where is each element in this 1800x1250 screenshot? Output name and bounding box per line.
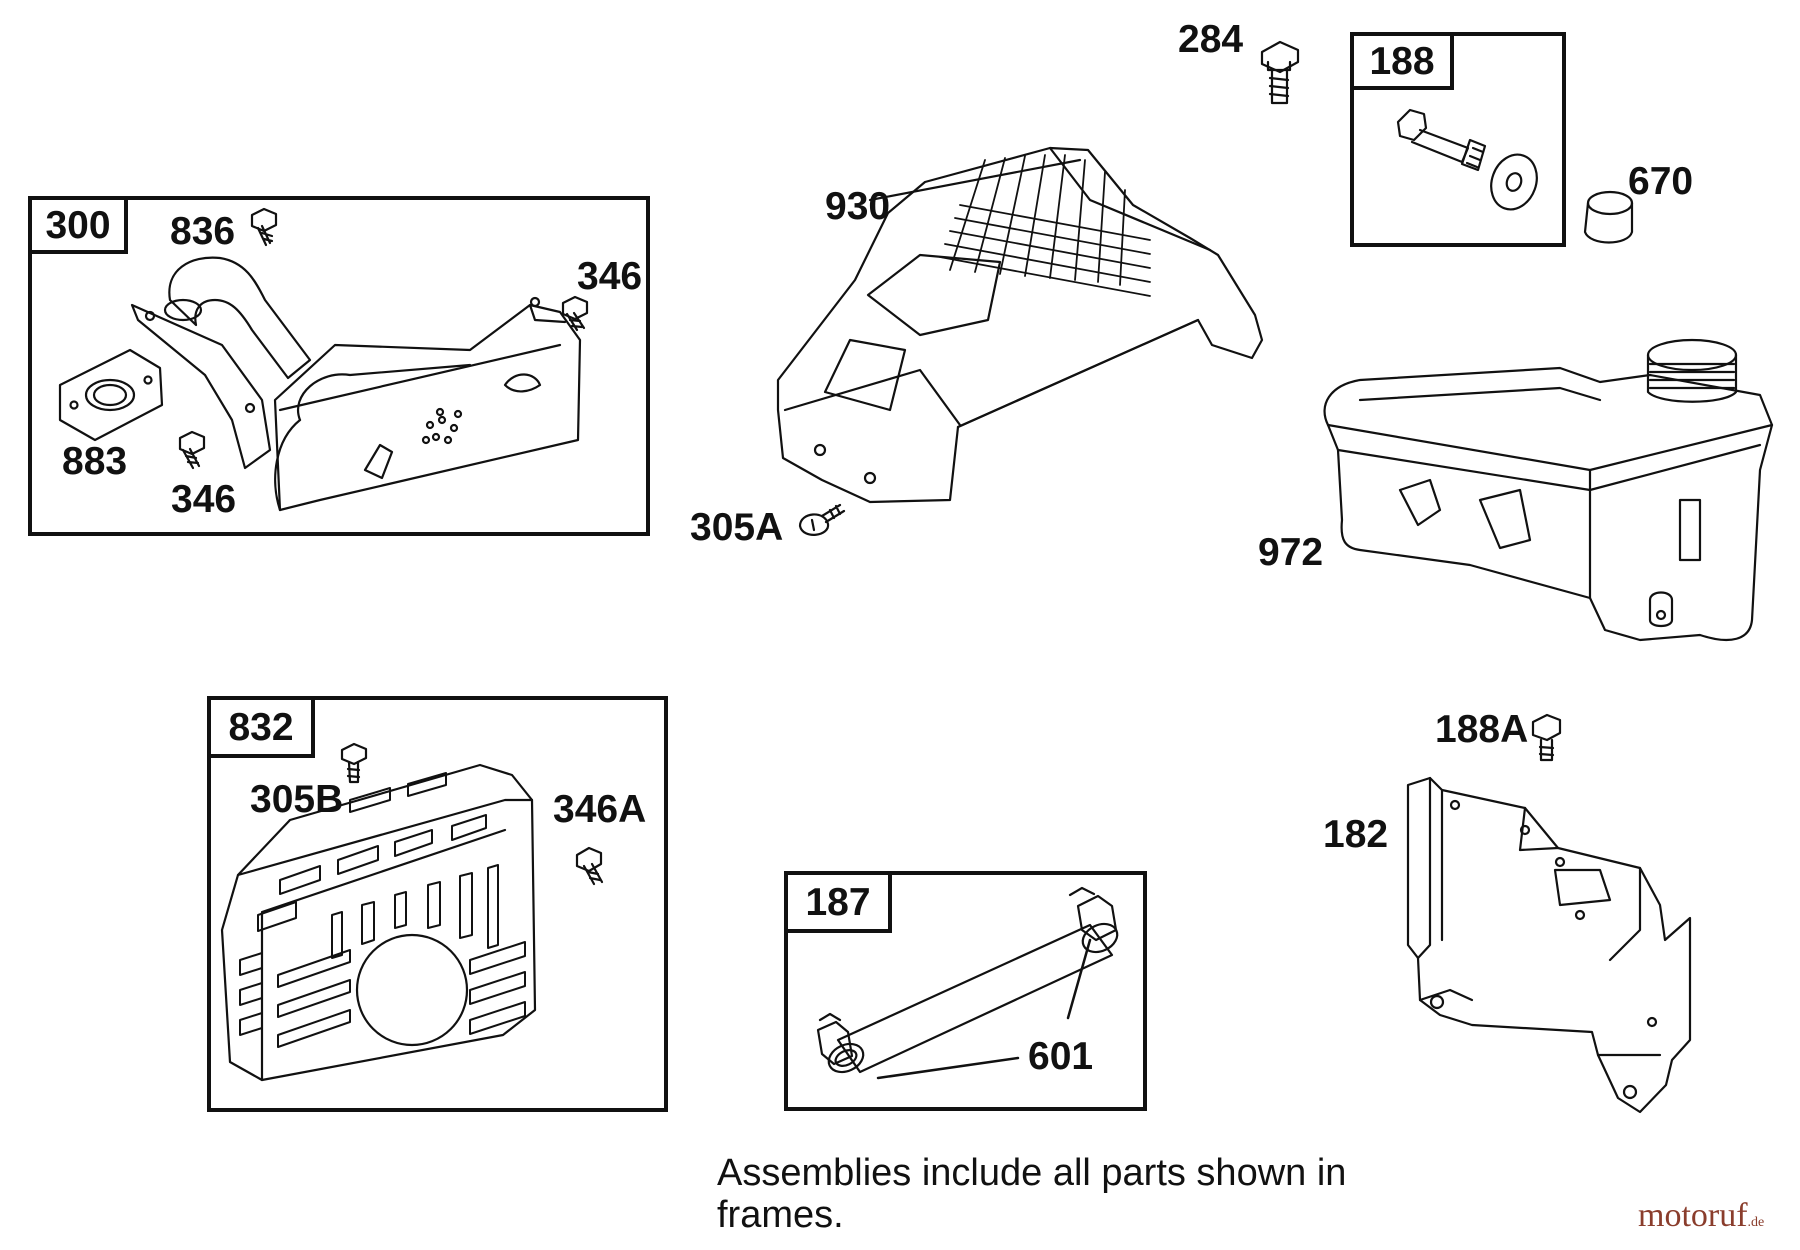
label-346-left: 346 [171, 478, 237, 521]
fuel-tank-drawing [1323, 338, 1774, 642]
frame-label-188: 188 [1350, 32, 1454, 90]
screw-284-drawing [1260, 40, 1300, 105]
bracket-drawing [1406, 713, 1692, 1114]
label-601: 601 [1028, 1035, 1094, 1078]
frame-832: 832 [207, 696, 668, 1112]
label-284: 284 [1178, 18, 1244, 61]
label-346-right: 346 [577, 255, 643, 298]
blower-housing-drawing [776, 146, 1264, 536]
muffler-drawing [58, 207, 589, 512]
label-670: 670 [1628, 160, 1694, 203]
label-305A: 305A [690, 506, 784, 549]
frame-label-300: 300 [28, 196, 128, 254]
assemblies-note: Assemblies include all parts shown in fr… [717, 1152, 1347, 1236]
frame-label-187: 187 [784, 871, 892, 933]
frame-188: 188 [1350, 32, 1566, 247]
hose-drawing [816, 886, 1119, 1080]
bolt-188-drawing [1396, 108, 1538, 211]
frame-187: 187 [784, 871, 1147, 1111]
frame-label-832: 832 [207, 696, 315, 758]
muffler-guard-drawing [220, 742, 604, 1082]
frame-300: 300 [28, 196, 650, 536]
label-346A: 346A [553, 788, 647, 831]
watermark-logo: motoruf.de [1638, 1197, 1764, 1235]
label-188A: 188A [1435, 708, 1529, 751]
label-972: 972 [1258, 531, 1324, 574]
label-305B: 305B [250, 778, 344, 821]
watermark-text: motoruf [1638, 1197, 1748, 1234]
label-930: 930 [825, 185, 891, 228]
label-836: 836 [170, 210, 236, 253]
spacer-670-drawing [1583, 190, 1634, 244]
label-883: 883 [62, 440, 128, 483]
label-182: 182 [1323, 813, 1389, 856]
watermark-suffix: .de [1747, 1215, 1765, 1230]
